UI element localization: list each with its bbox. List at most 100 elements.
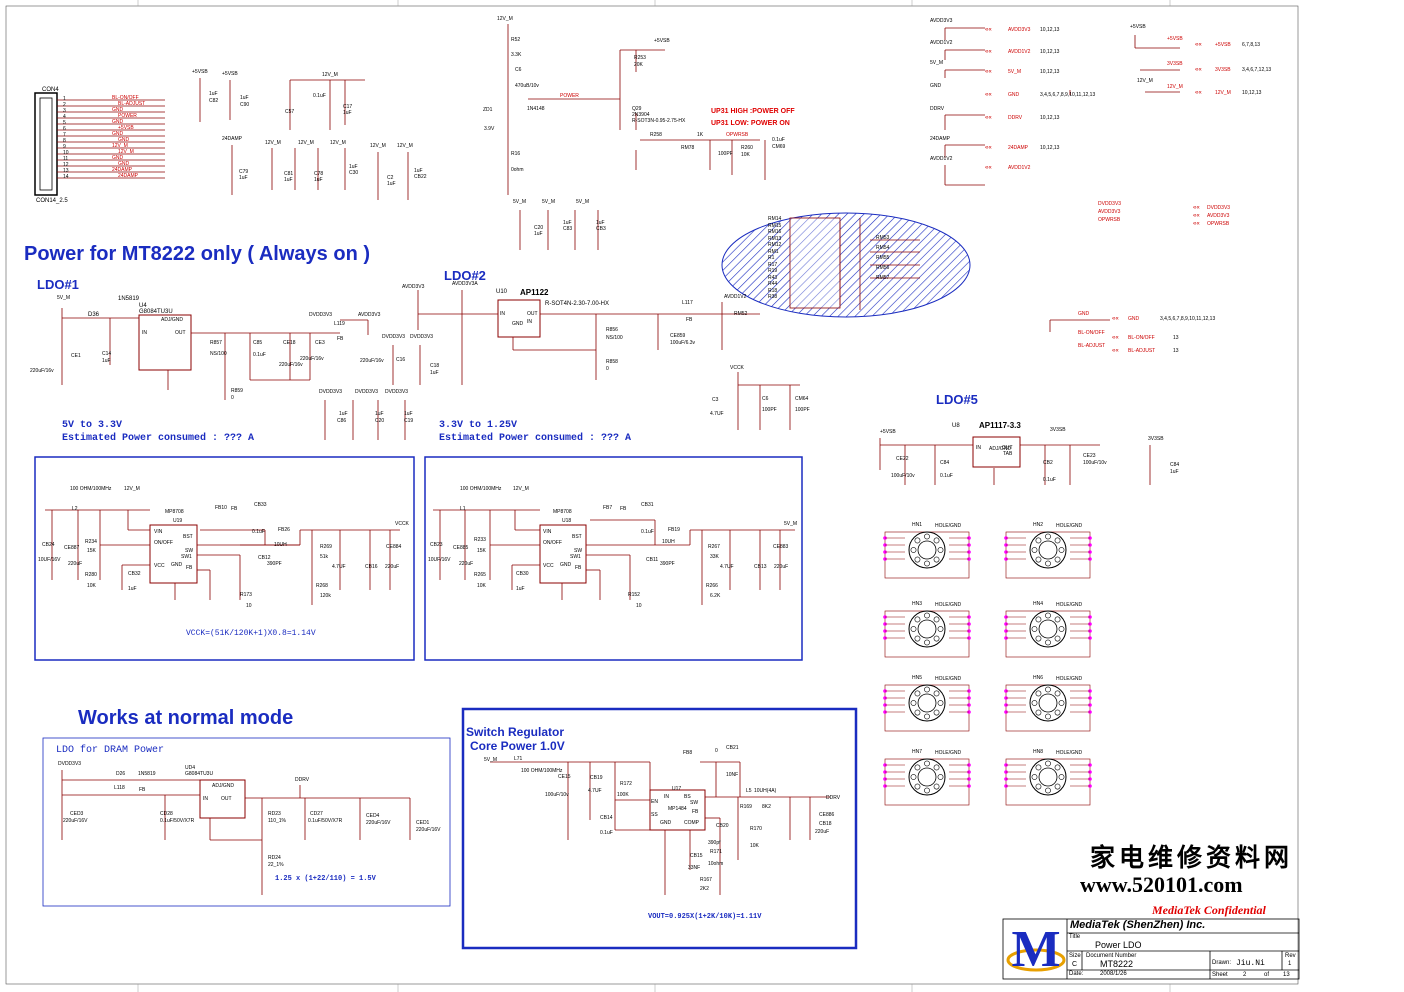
offpage-arrow-icon: «« <box>985 115 992 121</box>
component-label: 220uF <box>68 561 83 567</box>
hatched-region <box>721 212 971 318</box>
tb-docnum: MT8222 <box>1100 959 1134 969</box>
component-label: 0.1uF <box>252 529 265 535</box>
offpage-arrow-icon: «« <box>985 27 992 33</box>
tb-docnum-label: Document Number <box>1086 953 1137 959</box>
connector-pin-signal: GND <box>112 119 124 125</box>
resistor-array-item: R38 <box>768 294 778 300</box>
component-label: 220uF <box>385 564 400 570</box>
svg-text:M: M <box>1011 921 1060 978</box>
component-label: CE23 <box>1083 453 1096 459</box>
hole-label: HOLE/GND <box>1056 676 1083 682</box>
ic-pin-label: IN <box>976 445 981 451</box>
net-ddrv-b: DDRV <box>826 795 841 801</box>
connector-pin-signal: GND <box>112 131 124 137</box>
component-label: FB <box>139 787 146 793</box>
resistor-array-item: R1 <box>768 255 775 261</box>
offpage-pages: 10,12,13 <box>1040 145 1060 151</box>
offpage-arrow-icon: «« <box>1112 348 1119 354</box>
connector-pin-signal: 12V_M <box>112 143 128 149</box>
offpage-label: AVDD1V2 <box>1008 165 1031 171</box>
component-label: CB31 <box>641 502 654 508</box>
ic-pin-label: ON/OFF <box>154 540 173 546</box>
component-label: CE3 <box>315 340 325 346</box>
component-label: CE18 <box>283 340 296 346</box>
hole-ref: HN2 <box>1033 522 1044 528</box>
resistor-array-item: R17 <box>768 261 778 268</box>
u10-part: AP1122 <box>520 288 549 297</box>
wires <box>34 24 1180 895</box>
tb-sheet-label: Sheet <box>1212 972 1228 978</box>
ic-pin-label: VIN <box>543 529 552 535</box>
connector-pin-number: 12 <box>63 162 69 168</box>
heading-core-power: Core Power 1.0V <box>470 739 565 753</box>
net-dvdd-f: DVDD3V3 <box>385 389 409 395</box>
component-label: RM78 <box>681 145 695 151</box>
net-dvdd-e: DVDD3V3 <box>355 389 379 395</box>
component-label: C16 <box>396 357 406 363</box>
component-label: 1uF <box>534 231 543 237</box>
heading-ldo1: LDO#1 <box>37 277 79 292</box>
component-label: CE886 <box>819 812 835 818</box>
component-label: 3.3K <box>511 52 522 58</box>
offpage-arrow-icon: «« <box>1112 316 1119 322</box>
component-label: C19 <box>404 418 414 424</box>
component-label: CE883 <box>773 544 789 550</box>
net-12vm-d: 12V_M <box>330 140 346 146</box>
component-label: 15K <box>477 548 486 554</box>
component-label: C81 <box>284 171 294 177</box>
connector-pin-number: 13 <box>63 168 69 174</box>
component-label: CB22 <box>414 174 427 180</box>
component-label: CB11 <box>646 557 659 563</box>
offpage-pages: 3,4,6,7,12,13 <box>1242 67 1272 73</box>
resistor-array-item: RM54 <box>876 245 890 251</box>
component-label: 1uF <box>239 175 248 181</box>
sheet-frame <box>5 5 1299 985</box>
component-label: CE885 <box>453 545 469 551</box>
component-label: 1uF <box>1170 469 1179 475</box>
component-label: 100PF <box>795 407 810 413</box>
net-avdd-a: AVDD3V3 <box>358 312 381 318</box>
note-dram-eq: 1.25 x (1+22/110) = 1.5V <box>275 875 376 883</box>
connector-pin-signal: 12V_M <box>118 149 134 155</box>
heading-switch-reg: Switch Regulator <box>466 725 565 739</box>
zd1-ref: ZD1 <box>483 107 493 113</box>
net-5vsb-b: +5VSB <box>222 71 238 77</box>
tb-title: Power LDO <box>1095 940 1142 950</box>
offpage-pages: 10,12,13 <box>1040 115 1060 121</box>
component-label: R857 <box>210 340 222 346</box>
component-label: R172 <box>620 781 632 787</box>
net-12vm-f: 12V_M <box>397 143 413 149</box>
component-label: R52 <box>511 37 521 43</box>
net-avdd-b: AVDD3V3 <box>402 284 425 290</box>
component-label: 15K <box>87 548 96 554</box>
component-label: 1uF <box>240 95 249 101</box>
component-label: 10 <box>246 603 252 609</box>
component-label: CE1 <box>71 353 81 359</box>
tb-size: C <box>1072 961 1078 968</box>
component-label: R267 <box>708 544 720 550</box>
mounting-hole-icon <box>1029 531 1067 569</box>
tb-date-label: Date: <box>1069 971 1084 977</box>
component-label: RD23 <box>268 811 281 817</box>
component-label: CB21 <box>726 745 739 751</box>
component-label: R856 <box>606 327 618 333</box>
component-label: C20 <box>534 225 544 231</box>
d26-part: 1N5819 <box>138 771 156 777</box>
net-5vsb-a: +5VSB <box>192 69 208 75</box>
component-label: 390PF <box>660 561 675 567</box>
component-label: R269 <box>320 544 332 550</box>
component-label: 10K <box>750 843 759 849</box>
component-label: 20K <box>634 62 643 68</box>
component-label: CD27 <box>310 811 323 817</box>
component-label: 100PF <box>718 151 733 157</box>
ic-pin-label: BST <box>572 534 582 540</box>
component-label: C3 <box>712 397 719 403</box>
component-label: 0 <box>231 395 234 401</box>
component-label: 1uF <box>314 177 323 183</box>
component-label: 1uF <box>375 411 384 417</box>
ic-pin-label: EN <box>651 799 658 805</box>
component-label: 220uF/16v <box>279 362 303 368</box>
component-label: CB15 <box>690 853 703 859</box>
